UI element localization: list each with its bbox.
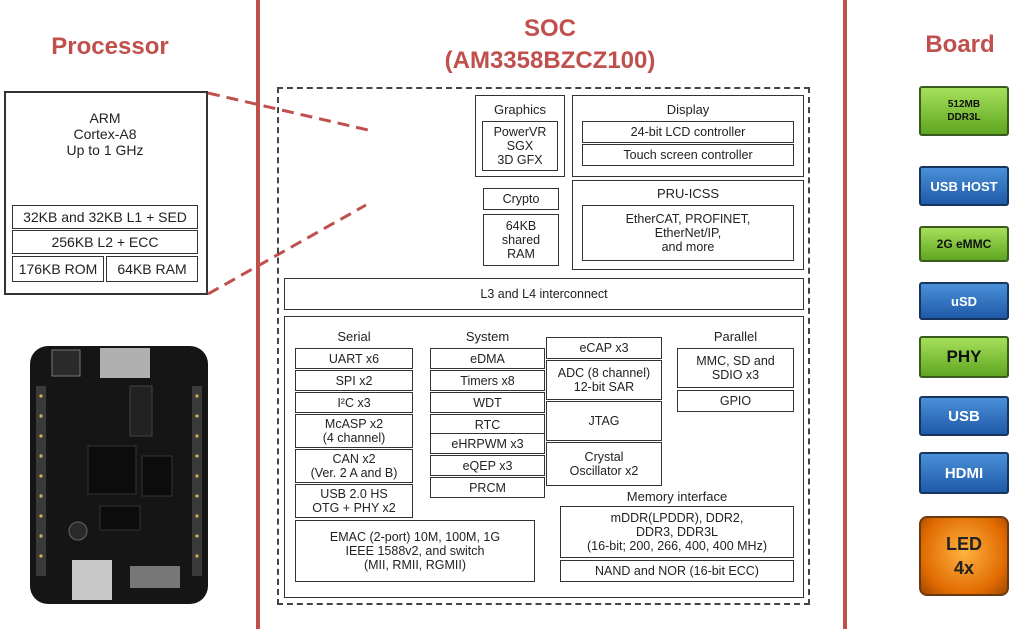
memory-interface-title: Memory interface	[626, 489, 728, 504]
board-phy: PHY	[919, 336, 1009, 378]
system-edma: eDMA	[430, 348, 545, 369]
serial-can: CAN x2 (Ver. 2 A and B)	[295, 449, 413, 483]
graphics-title: Graphics	[493, 102, 547, 117]
interconnect-bar: L3 and L4 interconnect	[284, 278, 804, 310]
right-divider	[843, 0, 847, 629]
system-timers: Timers x8	[430, 370, 545, 391]
soc-header-line2: (AM3358BZCZ100)	[444, 47, 656, 74]
serial-usb: USB 2.0 HS OTG + PHY x2	[295, 484, 413, 518]
processor-l2-cache: 256KB L2 + ECC	[12, 230, 198, 254]
board-emmc: 2G eMMC	[919, 226, 1009, 262]
display-lcd-controller: 24-bit LCD controller	[582, 121, 794, 143]
board-header: Board	[925, 31, 995, 58]
system-crystal-oscillator: Crystal Oscillator x2	[546, 442, 662, 486]
serial-mcasp: McASP x2 (4 channel)	[295, 414, 413, 448]
crypto-block: Crypto	[483, 188, 559, 210]
serial-uart: UART x6	[295, 348, 413, 369]
parallel-mmc-sd: MMC, SD and SDIO x3	[677, 348, 794, 388]
shared-ram-block: 64KB shared RAM	[483, 214, 559, 266]
system-jtag: JTAG	[546, 401, 662, 441]
beaglebone-board-image	[30, 346, 208, 604]
memory-ddr: mDDR(LPDDR), DDR2, DDR3, DDR3L (16-bit; …	[560, 506, 794, 558]
board-led: LED 4x	[919, 516, 1009, 596]
processor-ram: 64KB RAM	[106, 256, 198, 282]
serial-i2c: I²C x3	[295, 392, 413, 413]
zoom-connector-lines	[207, 91, 369, 296]
parallel-title: Parallel	[713, 329, 758, 344]
processor-l1-cache: 32KB and 32KB L1 + SED	[12, 205, 198, 229]
graphics-powervr: PowerVR SGX 3D GFX	[482, 121, 558, 171]
left-divider	[256, 0, 260, 629]
board-ddr3l-memory: 512MB DDR3L	[919, 86, 1009, 136]
processor-core-label: ARM Cortex-A8 Up to 1 GHz	[66, 110, 144, 158]
serial-spi: SPI x2	[295, 370, 413, 391]
system-adc: ADC (8 channel) 12-bit SAR	[546, 360, 662, 400]
memory-nand-nor: NAND and NOR (16-bit ECC)	[560, 560, 794, 582]
parallel-gpio: GPIO	[677, 390, 794, 412]
system-ehrpwm: eHRPWM x3	[430, 433, 545, 454]
system-rtc: RTC	[430, 414, 545, 435]
board-hdmi: HDMI	[919, 452, 1009, 494]
processor-rom: 176KB ROM	[12, 256, 104, 282]
system-wdt: WDT	[430, 392, 545, 413]
system-title: System	[465, 329, 510, 344]
board-usd: uSD	[919, 282, 1009, 320]
system-ecap: eCAP x3	[546, 337, 662, 359]
processor-header: Processor	[51, 33, 169, 60]
board-usb-host: USB HOST	[919, 166, 1009, 206]
serial-title: Serial	[337, 329, 371, 344]
display-touch-controller: Touch screen controller	[582, 144, 794, 166]
pru-icss-title: PRU-ICSS	[656, 186, 720, 201]
system-prcm: PRCM	[430, 477, 545, 498]
serial-emac: EMAC (2-port) 10M, 100M, 1G IEEE 1588v2,…	[295, 520, 535, 582]
soc-container	[277, 87, 810, 605]
board-usb: USB	[919, 396, 1009, 436]
display-title: Display	[666, 102, 710, 117]
soc-header-line1: SOC	[523, 15, 576, 42]
pru-icss-protocols: EtherCAT, PROFINET, EtherNet/IP, and mor…	[582, 205, 794, 261]
system-eqep: eQEP x3	[430, 455, 545, 476]
